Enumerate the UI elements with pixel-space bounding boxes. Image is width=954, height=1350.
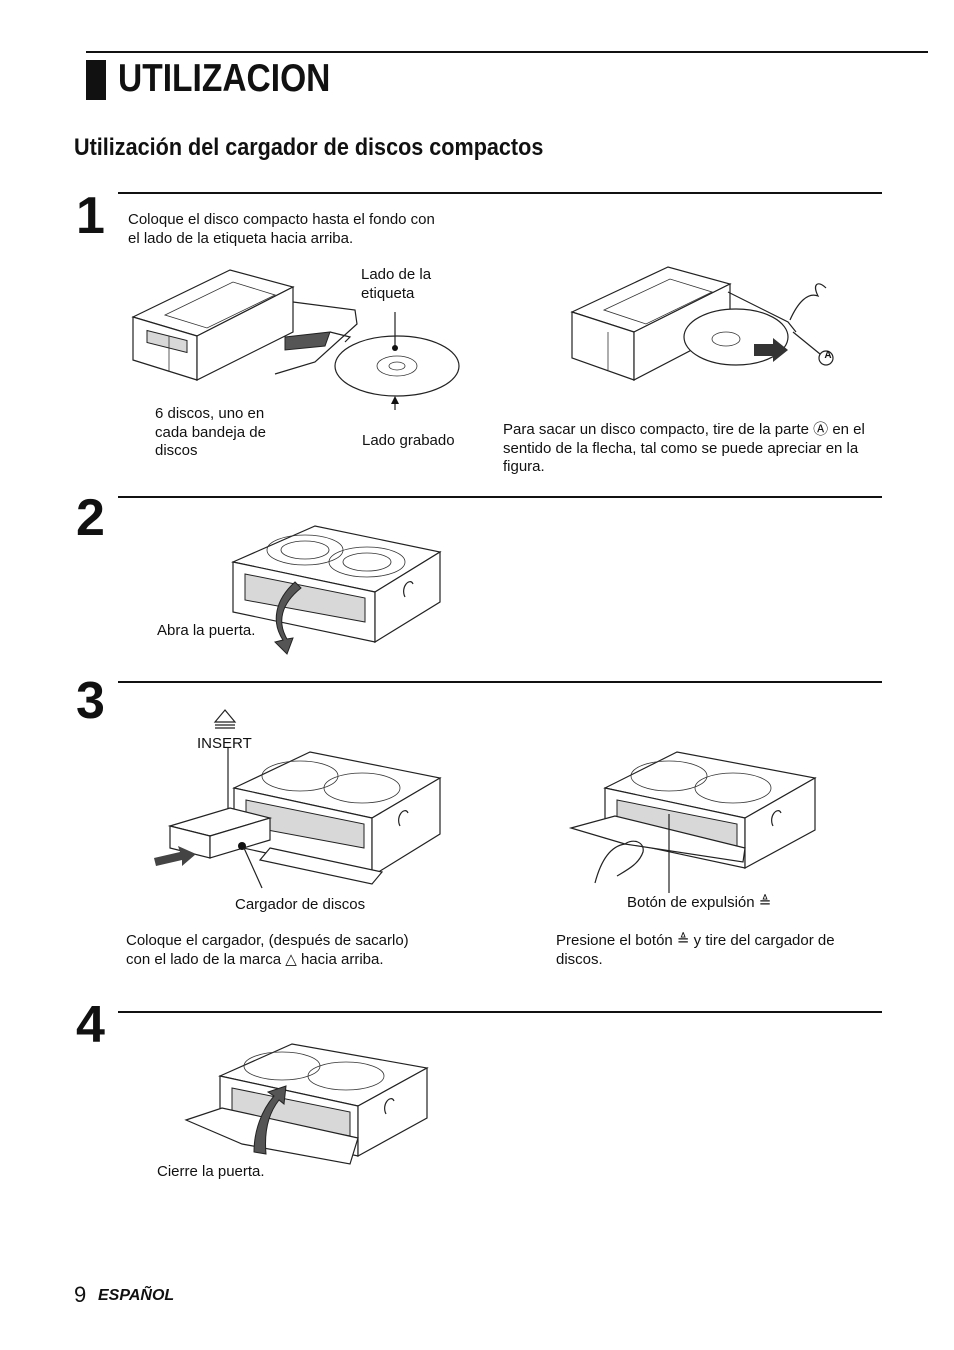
close-door-illustration: [182, 1040, 432, 1170]
step-1-rule: [118, 192, 882, 194]
recorded-side-caption: Lado grabado: [362, 432, 455, 449]
press-eject-text: Presione el botón ≜ y tire del cargador …: [556, 932, 835, 968]
magazine-caption: Cargador de discos: [235, 896, 366, 913]
step-2-number: 2: [76, 489, 105, 547]
eject-magazine-illustration: [565, 748, 820, 893]
step-1-number: 1: [76, 187, 105, 245]
top-rule: [86, 51, 928, 53]
eject-button-caption: Botón de expulsión ≜: [627, 894, 772, 911]
six-discs-caption: 6 discos, uno en cada bandeja de discos: [155, 405, 266, 459]
close-door-caption: Cierre la puerta.: [157, 1163, 265, 1180]
open-door-illustration: [225, 522, 455, 652]
title-marker: [86, 60, 106, 100]
step-3-number: 3: [76, 672, 105, 730]
callout-a-letter: A: [824, 350, 832, 361]
step-1-instruction: Coloque el disco compacto hasta el fondo…: [128, 211, 435, 247]
insert-magazine-illustration: [154, 748, 455, 888]
step-2-rule: [118, 496, 882, 498]
open-door-caption: Abra la puerta.: [157, 622, 256, 639]
section-subtitle: Utilización del cargador de discos compa…: [74, 134, 544, 161]
step-3-rule: [118, 681, 882, 683]
magazine-disc-illustration: [125, 262, 470, 407]
step-4-number: 4: [76, 996, 105, 1054]
remove-disc-illustration: [568, 262, 858, 392]
place-magazine-text: Coloque el cargador, (después de sacarlo…: [126, 932, 409, 968]
label-side-caption: Lado de la etiqueta: [361, 266, 432, 302]
remove-disc-text: Para sacar un disco compacto, tire de la…: [503, 421, 865, 475]
page-number: 9: [74, 1282, 87, 1307]
footer-language: ESPAÑOL: [98, 1287, 175, 1304]
step-4-rule: [118, 1011, 882, 1013]
insert-label: INSERT: [197, 735, 252, 752]
insert-mark-icon: [213, 708, 237, 730]
page-title: UTILIZACION: [118, 57, 331, 100]
